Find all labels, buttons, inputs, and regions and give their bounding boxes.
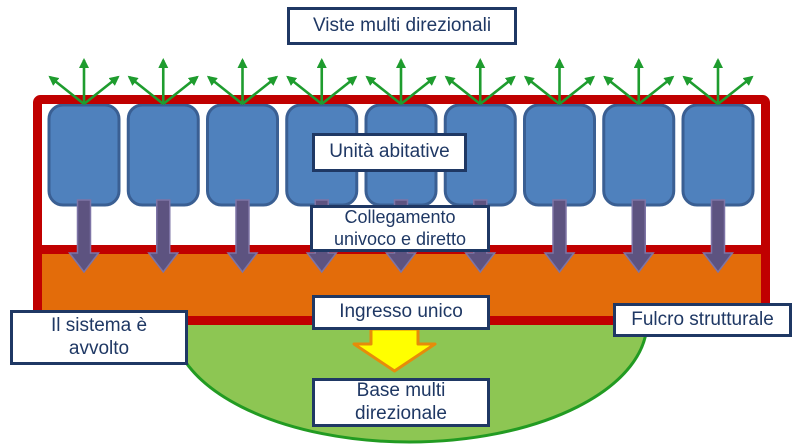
view-arrow [682, 75, 719, 106]
view-arrow [637, 75, 675, 106]
label-fulcro-text: Fulcro strutturale [631, 308, 774, 330]
housing-unit [681, 103, 755, 207]
view-arrow [603, 75, 640, 106]
view-arrow [320, 75, 358, 106]
view-arrow [523, 75, 561, 106]
label-viste-multi-direzionali: Viste multi direzionali [287, 7, 517, 45]
label-ingresso-text: Ingresso unico [339, 301, 463, 323]
view-arrow [162, 75, 199, 106]
connector-arrow [147, 199, 180, 274]
label-unita-text: Unità abitative [329, 141, 450, 163]
housing-unit [206, 103, 279, 207]
view-arrow [286, 75, 323, 106]
connector-arrow [622, 199, 655, 274]
view-arrow [48, 75, 85, 106]
label-viste-text: Viste multi direzionali [312, 14, 492, 36]
label-collegamento-line1: Collegamento [344, 207, 456, 228]
view-arrows [48, 58, 754, 106]
view-arrow [127, 75, 165, 106]
label-sistema-line2: avvolto [68, 337, 130, 359]
view-arrow [717, 75, 754, 106]
view-arrow [206, 75, 244, 106]
label-collegamento-line2: univoco e diretto [333, 228, 467, 249]
label-fulcro-strutturale: Fulcro strutturale [613, 303, 792, 337]
housing-unit [602, 103, 676, 207]
connector-arrow [701, 199, 735, 274]
view-arrow [558, 75, 596, 106]
label-sistema-line1: Il sistema è [50, 315, 148, 337]
label-base-line1: Base multi [356, 380, 446, 402]
label-ingresso-unico: Ingresso unico [312, 295, 490, 330]
connector-arrow [67, 199, 101, 274]
connector-arrow [543, 199, 576, 274]
view-arrow [400, 75, 437, 106]
housing-unit [126, 103, 200, 207]
housing-unit [523, 103, 596, 207]
label-sistema-avvolto: Il sistema è avvolto [10, 310, 188, 365]
label-base-line2: direzionale [355, 402, 447, 424]
view-arrow [444, 75, 482, 106]
housing-unit [47, 103, 121, 207]
view-arrow [479, 75, 516, 106]
label-collegamento: Collegamento univoco e diretto [310, 205, 490, 252]
label-unita-abitative: Unità abitative [312, 133, 467, 172]
view-arrow [83, 75, 120, 106]
view-arrow [365, 75, 402, 106]
label-base-multi-direzionale: Base multi direzionale [312, 378, 490, 427]
connector-arrow [226, 199, 259, 274]
view-arrow [241, 75, 279, 106]
entry-arrow [352, 327, 437, 373]
